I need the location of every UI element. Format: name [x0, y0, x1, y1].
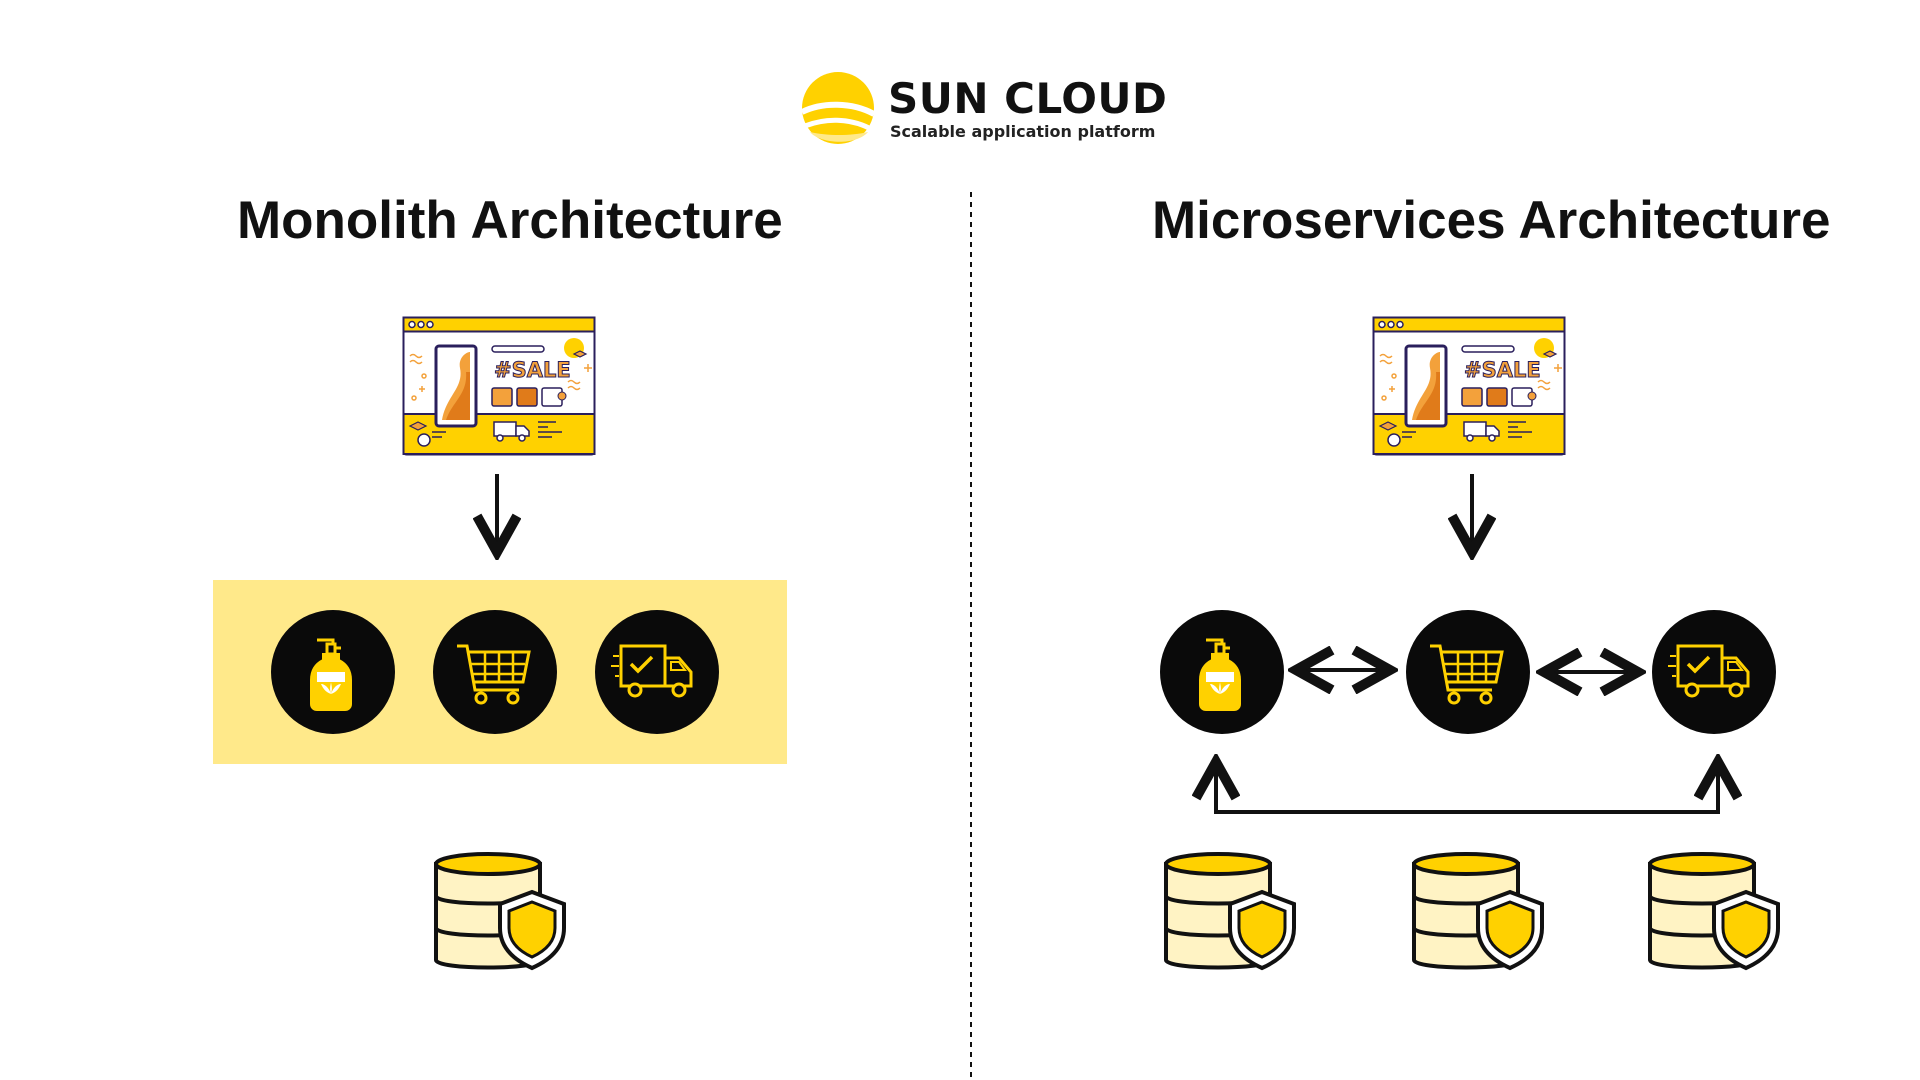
brand-name: SUN CLOUD — [888, 74, 1168, 123]
sun-logo-icon — [800, 72, 876, 144]
sale-label: #SALE — [494, 358, 572, 383]
monolith-diagram — [213, 316, 787, 970]
monolith-title: Monolith Architecture — [237, 191, 783, 250]
secure-database-icon — [1164, 852, 1296, 970]
secure-database-icon — [1648, 852, 1780, 970]
product-service-icon — [1160, 610, 1284, 734]
microservices-title: Microservices Architecture — [1152, 191, 1831, 250]
cart-service-icon — [433, 610, 557, 734]
secure-database-icon — [434, 852, 566, 970]
sale-label: #SALE — [1464, 358, 1542, 383]
delivery-service-icon — [595, 610, 719, 734]
brand-tagline: Scalable application platform — [890, 122, 1156, 141]
cart-service-icon — [1406, 610, 1530, 734]
sale-webpage-icon — [402, 316, 596, 456]
microservices-diagram — [1160, 316, 1780, 970]
product-service-icon — [271, 610, 395, 734]
delivery-service-icon — [1652, 610, 1776, 734]
secure-database-icon — [1412, 852, 1544, 970]
sale-webpage-icon — [1372, 316, 1566, 456]
